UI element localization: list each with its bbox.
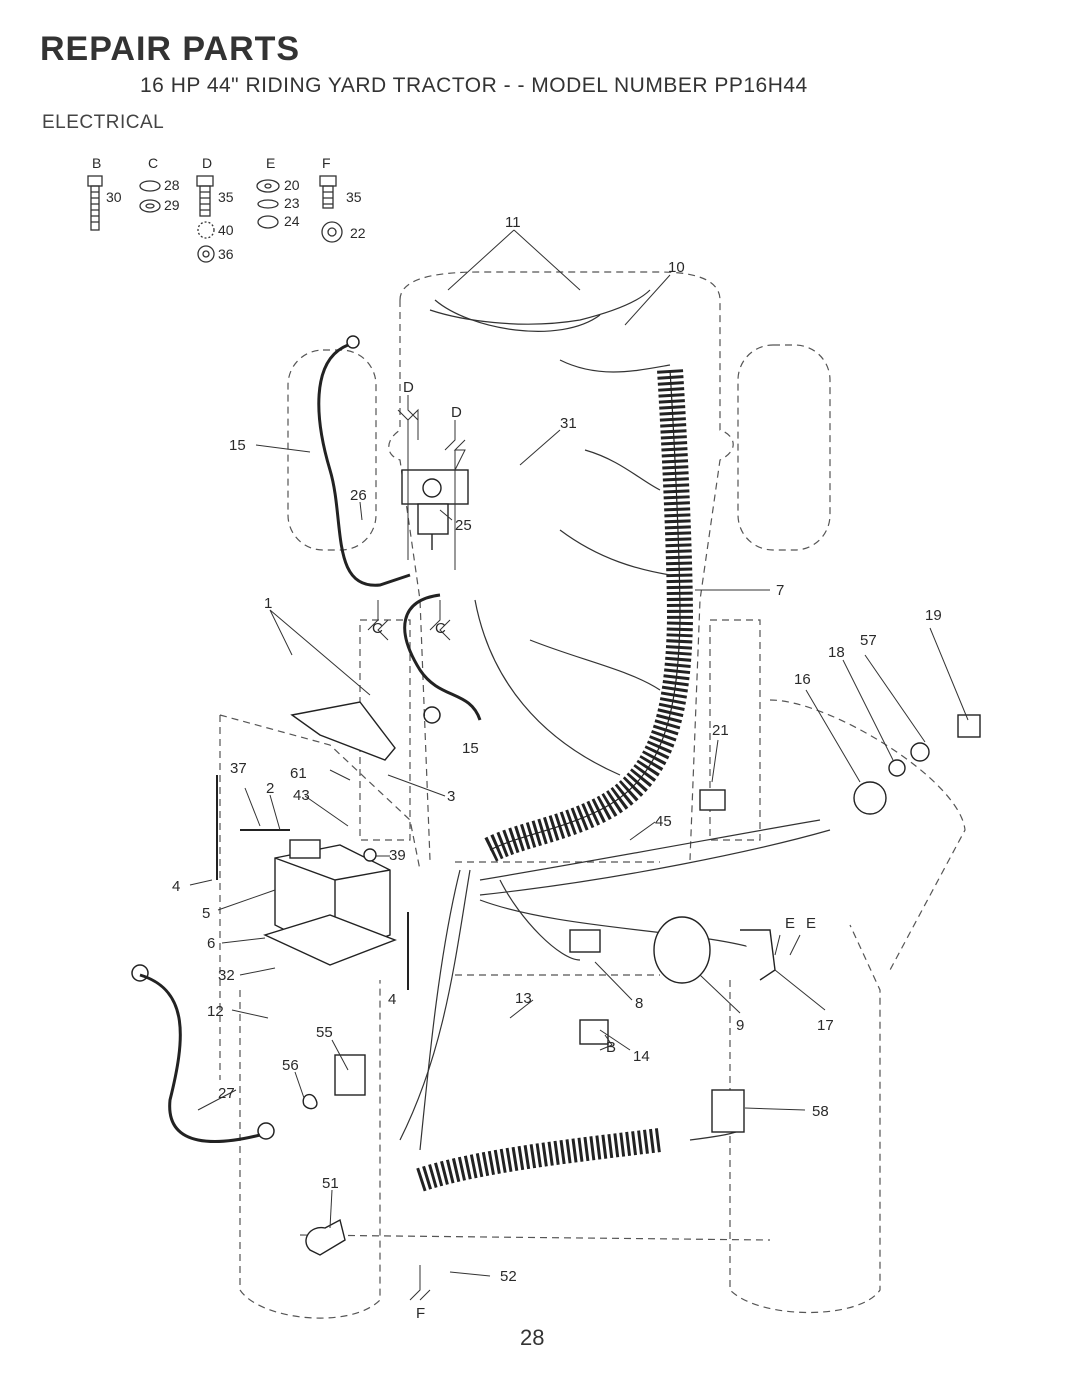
callout-4-left: 4 [172, 878, 180, 895]
page-number: 28 [520, 1325, 545, 1350]
callout-11: 11 [505, 214, 521, 231]
hw-35-d: 35 [218, 189, 234, 205]
battery-hold-down [290, 701, 396, 761]
callout-1: 1 [264, 595, 272, 612]
hw-28: 28 [164, 177, 180, 193]
callout-32: 32 [218, 967, 235, 984]
callout-51: 51 [322, 1175, 339, 1192]
wiring-harness [399, 289, 831, 1151]
callout-d-right: D [451, 404, 462, 421]
callout-e-right: E [806, 915, 816, 932]
callout-10: 10 [668, 259, 685, 276]
hardware-labels: 30 28 29 35 40 36 20 23 24 35 22 [106, 177, 366, 262]
callout-61: 61 [290, 765, 307, 782]
hardware-key: B C D E F [87, 155, 343, 263]
hw-30: 30 [106, 189, 122, 205]
callout-d-left: D [403, 379, 414, 396]
callout-18: 18 [828, 644, 845, 661]
section-label: ELECTRICAL [42, 112, 165, 133]
hw-36: 36 [218, 246, 234, 262]
cable-terminals [131, 335, 441, 1140]
callout-c-right: C [435, 620, 446, 637]
callout-55: 55 [316, 1024, 333, 1041]
hw-24: 24 [284, 213, 300, 229]
callout-6: 6 [207, 935, 215, 952]
callout-25: 25 [455, 517, 472, 534]
callout-56: 56 [282, 1057, 299, 1074]
callout-labels: 11 10 15 26 25 31 D D C C 1 37 61 2 43 3… [172, 214, 942, 1322]
hw-20: 20 [284, 177, 300, 193]
hw-group-f: F [322, 155, 331, 171]
callout-f: F [416, 1305, 425, 1322]
callout-45: 45 [655, 813, 672, 830]
callout-14: 14 [633, 1048, 650, 1065]
callout-17: 17 [817, 1017, 834, 1034]
page-subtitle: 16 HP 44" RIDING YARD TRACTOR - - MODEL … [140, 74, 808, 97]
callout-31: 31 [560, 415, 577, 432]
solenoid [401, 469, 469, 550]
callout-8: 8 [635, 995, 643, 1012]
callout-39: 39 [389, 847, 406, 864]
components [302, 714, 981, 1256]
callout-21: 21 [712, 722, 729, 739]
battery-cables [139, 343, 482, 1143]
hw-group-c: C [148, 155, 158, 171]
callout-b: B [606, 1039, 616, 1056]
callout-16: 16 [794, 671, 811, 688]
callout-15-upper: 15 [229, 437, 246, 454]
callout-12: 12 [207, 1003, 224, 1020]
callout-58: 58 [812, 1103, 829, 1120]
callout-9: 9 [736, 1017, 744, 1034]
callout-3: 3 [447, 788, 455, 805]
leader-lines [189, 229, 969, 1301]
callout-15-lower: 15 [462, 740, 479, 757]
battery [263, 839, 397, 966]
callout-2: 2 [266, 780, 274, 797]
callout-26: 26 [350, 487, 367, 504]
hw-29: 29 [164, 197, 180, 213]
hw-group-e: E [266, 155, 275, 171]
callout-57: 57 [860, 632, 877, 649]
hw-group-d: D [202, 155, 212, 171]
hw-23: 23 [284, 195, 300, 211]
hw-22: 22 [350, 225, 366, 241]
callout-5: 5 [202, 905, 210, 922]
tractor-outline [219, 271, 966, 1319]
hw-group-b: B [92, 155, 101, 171]
page-title: REPAIR PARTS [40, 30, 301, 68]
callout-c-left: C [372, 620, 383, 637]
callout-13: 13 [515, 990, 532, 1007]
wire-loom-coil [416, 369, 694, 1192]
callout-19: 19 [925, 607, 942, 624]
callout-37: 37 [230, 760, 247, 777]
hw-40: 40 [218, 222, 234, 238]
callout-27: 27 [218, 1085, 235, 1102]
callout-4-right: 4 [388, 991, 396, 1008]
callout-43: 43 [293, 787, 310, 804]
battery-rods [216, 775, 409, 990]
callout-7: 7 [776, 582, 784, 599]
callout-e-left: E [785, 915, 795, 932]
callout-52: 52 [500, 1268, 517, 1285]
hw-35-f: 35 [346, 189, 362, 205]
